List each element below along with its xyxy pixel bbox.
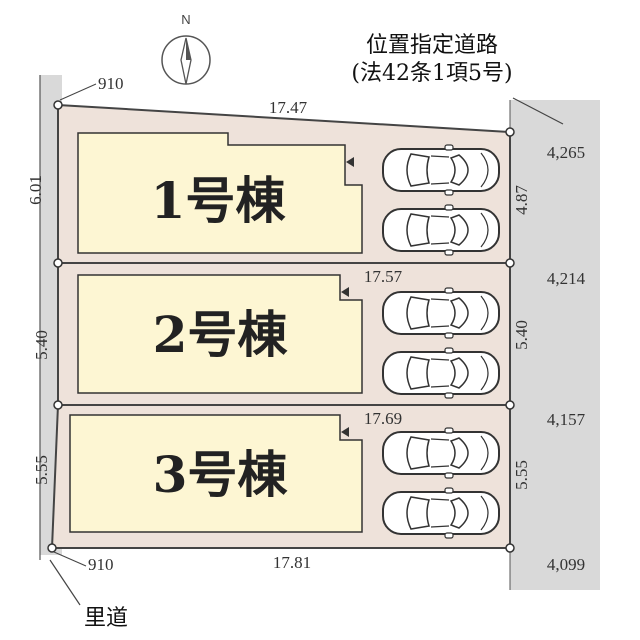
entrance-marker-2 — [341, 287, 349, 297]
dim-top-width: 17.47 — [269, 98, 308, 117]
side-road-leader — [49, 559, 81, 606]
dim-lot2-right-depth: 5.40 — [512, 320, 531, 350]
entrance-marker-3 — [341, 427, 349, 437]
dim-top-left-offset-leader — [59, 83, 97, 101]
parking-car-1a — [382, 144, 500, 196]
road-designation-line1: 位置指定道路 — [366, 33, 498, 58]
building-3-footprint — [69, 414, 363, 533]
parking-car-1b — [382, 204, 500, 256]
building-2-label: 2号棟 — [153, 305, 289, 364]
building-2-footprint — [77, 274, 363, 394]
dim-bottom-width: 17.81 — [273, 553, 311, 572]
parking-car-3a — [382, 427, 500, 479]
dim-lot3-road-width: 4,157 — [547, 410, 586, 429]
building-3-label: 3号棟 — [153, 445, 289, 504]
dim-top-left-offset: 910 — [98, 74, 124, 93]
dim-lot2-top-width: 17.57 — [364, 267, 403, 286]
dim-bottom-left-offset-leader — [53, 551, 87, 567]
dim-lot1-left-depth: 6.01 — [26, 175, 45, 205]
entrance-marker-1 — [346, 157, 354, 167]
dim-lot1-right-depth: 4.87 — [512, 185, 531, 215]
building-1-label: 1号棟 — [151, 171, 287, 230]
corner-markers — [47, 100, 515, 553]
parking-car-2a — [382, 287, 500, 339]
parking-car-2b — [382, 347, 500, 399]
dim-bottom-left-offset: 910 — [88, 555, 114, 574]
parking-car-3b — [382, 487, 500, 539]
dim-bottom-road-width: 4,099 — [547, 555, 585, 574]
building-1-footprint — [77, 132, 363, 254]
right-road — [510, 100, 600, 590]
side-road-label: 里道 — [84, 606, 128, 631]
north-label: N — [181, 12, 190, 27]
dim-lot2-road-width: 4,214 — [547, 269, 586, 288]
road-designation-leader — [512, 97, 564, 125]
dim-lot3-left-depth: 5.55 — [32, 455, 51, 485]
road-designation-line2: (法42条1項5号) — [351, 61, 512, 86]
dim-lot3-top-width: 17.69 — [364, 409, 402, 428]
dim-lot2-left-depth: 5.40 — [32, 330, 51, 360]
dim-lot3-right-depth: 5.55 — [512, 460, 531, 490]
dim-lot1-road-width: 4,265 — [547, 143, 585, 162]
north-compass-icon — [161, 35, 211, 85]
